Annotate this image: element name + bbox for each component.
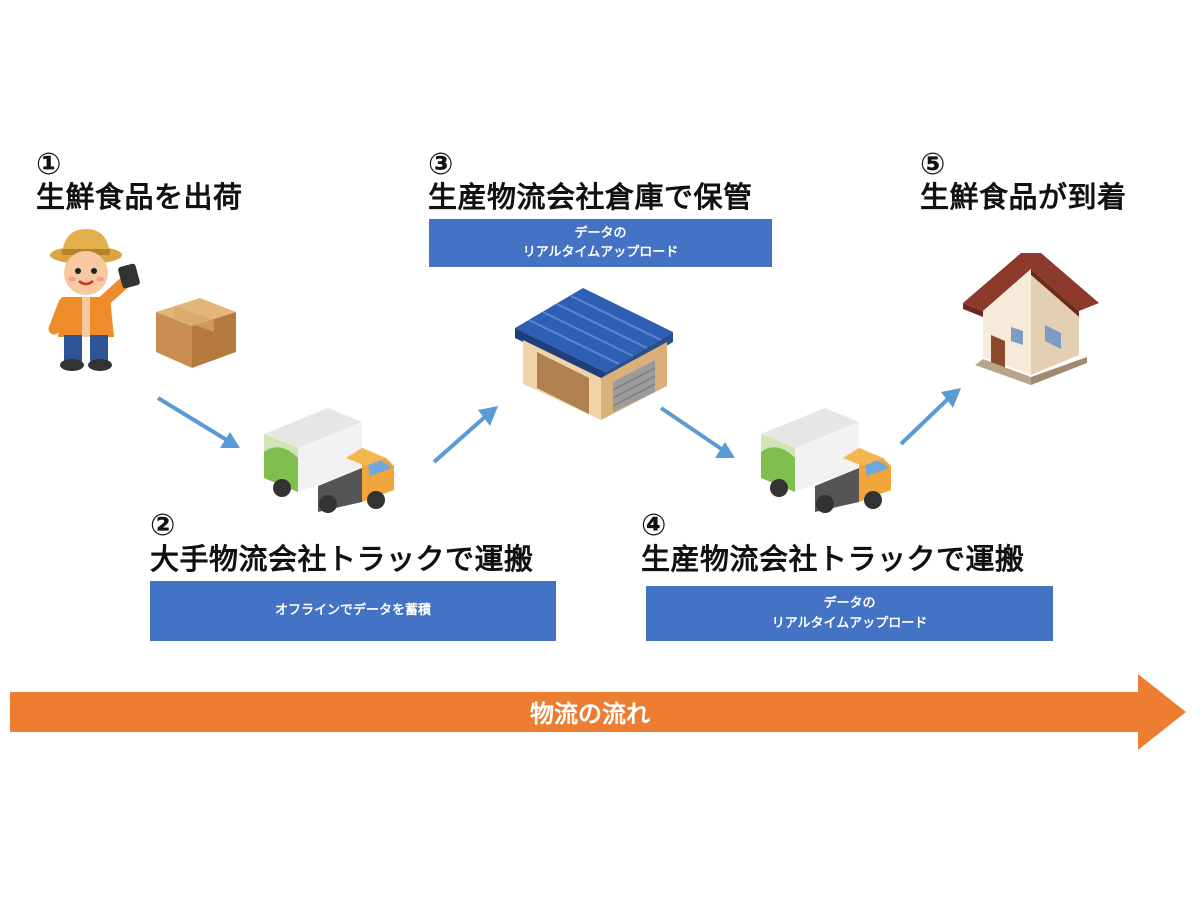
house-icon [963,253,1099,385]
step-4-title: 生産物流会社トラックで運搬 [641,542,1025,576]
step-4-data-box: データの リアルタイムアップロード [646,586,1053,641]
step-arrow-4 [899,388,961,446]
truck-icon [264,408,394,513]
step-2-title: 大手物流会社トラックで運搬 [150,542,534,576]
step-4-number: ④ [641,508,667,543]
step-4-box-line-1: データの [823,596,876,611]
step-3-title: 生産物流会社倉庫で保管 [428,180,753,214]
step-4-box-line-2: リアルタイムアップロード [771,615,928,631]
step-2-number: ② [150,508,176,543]
step-1-number: ① [36,147,62,182]
step-3-data-box: データの リアルタイムアップロード [429,219,772,267]
step-3-box-line-1: データの [574,225,627,241]
step-5-number: ⑤ [920,147,946,182]
step-2-box-text: オフラインでデータを蓄積 [274,603,431,619]
step-3-number: ③ [428,147,454,182]
step-5-title: 生鮮食品が到着 [920,180,1127,214]
farmer-icon [48,229,140,371]
step-2-data-box: オフラインでデータを蓄積 [150,581,556,641]
step-arrow-3 [659,406,735,458]
warehouse-icon [515,288,673,420]
truck-icon [761,408,891,513]
flow-arrow [10,674,1186,750]
flow-label: 物流の流れ [530,700,650,728]
step-arrow-1 [156,396,240,448]
cardboard-box-icon [156,298,236,368]
step-3-box-line-2: リアルタイムアップロード [522,245,679,260]
step-1-title: 生鮮食品を出荷 [36,180,243,214]
step-arrow-2 [432,406,498,464]
